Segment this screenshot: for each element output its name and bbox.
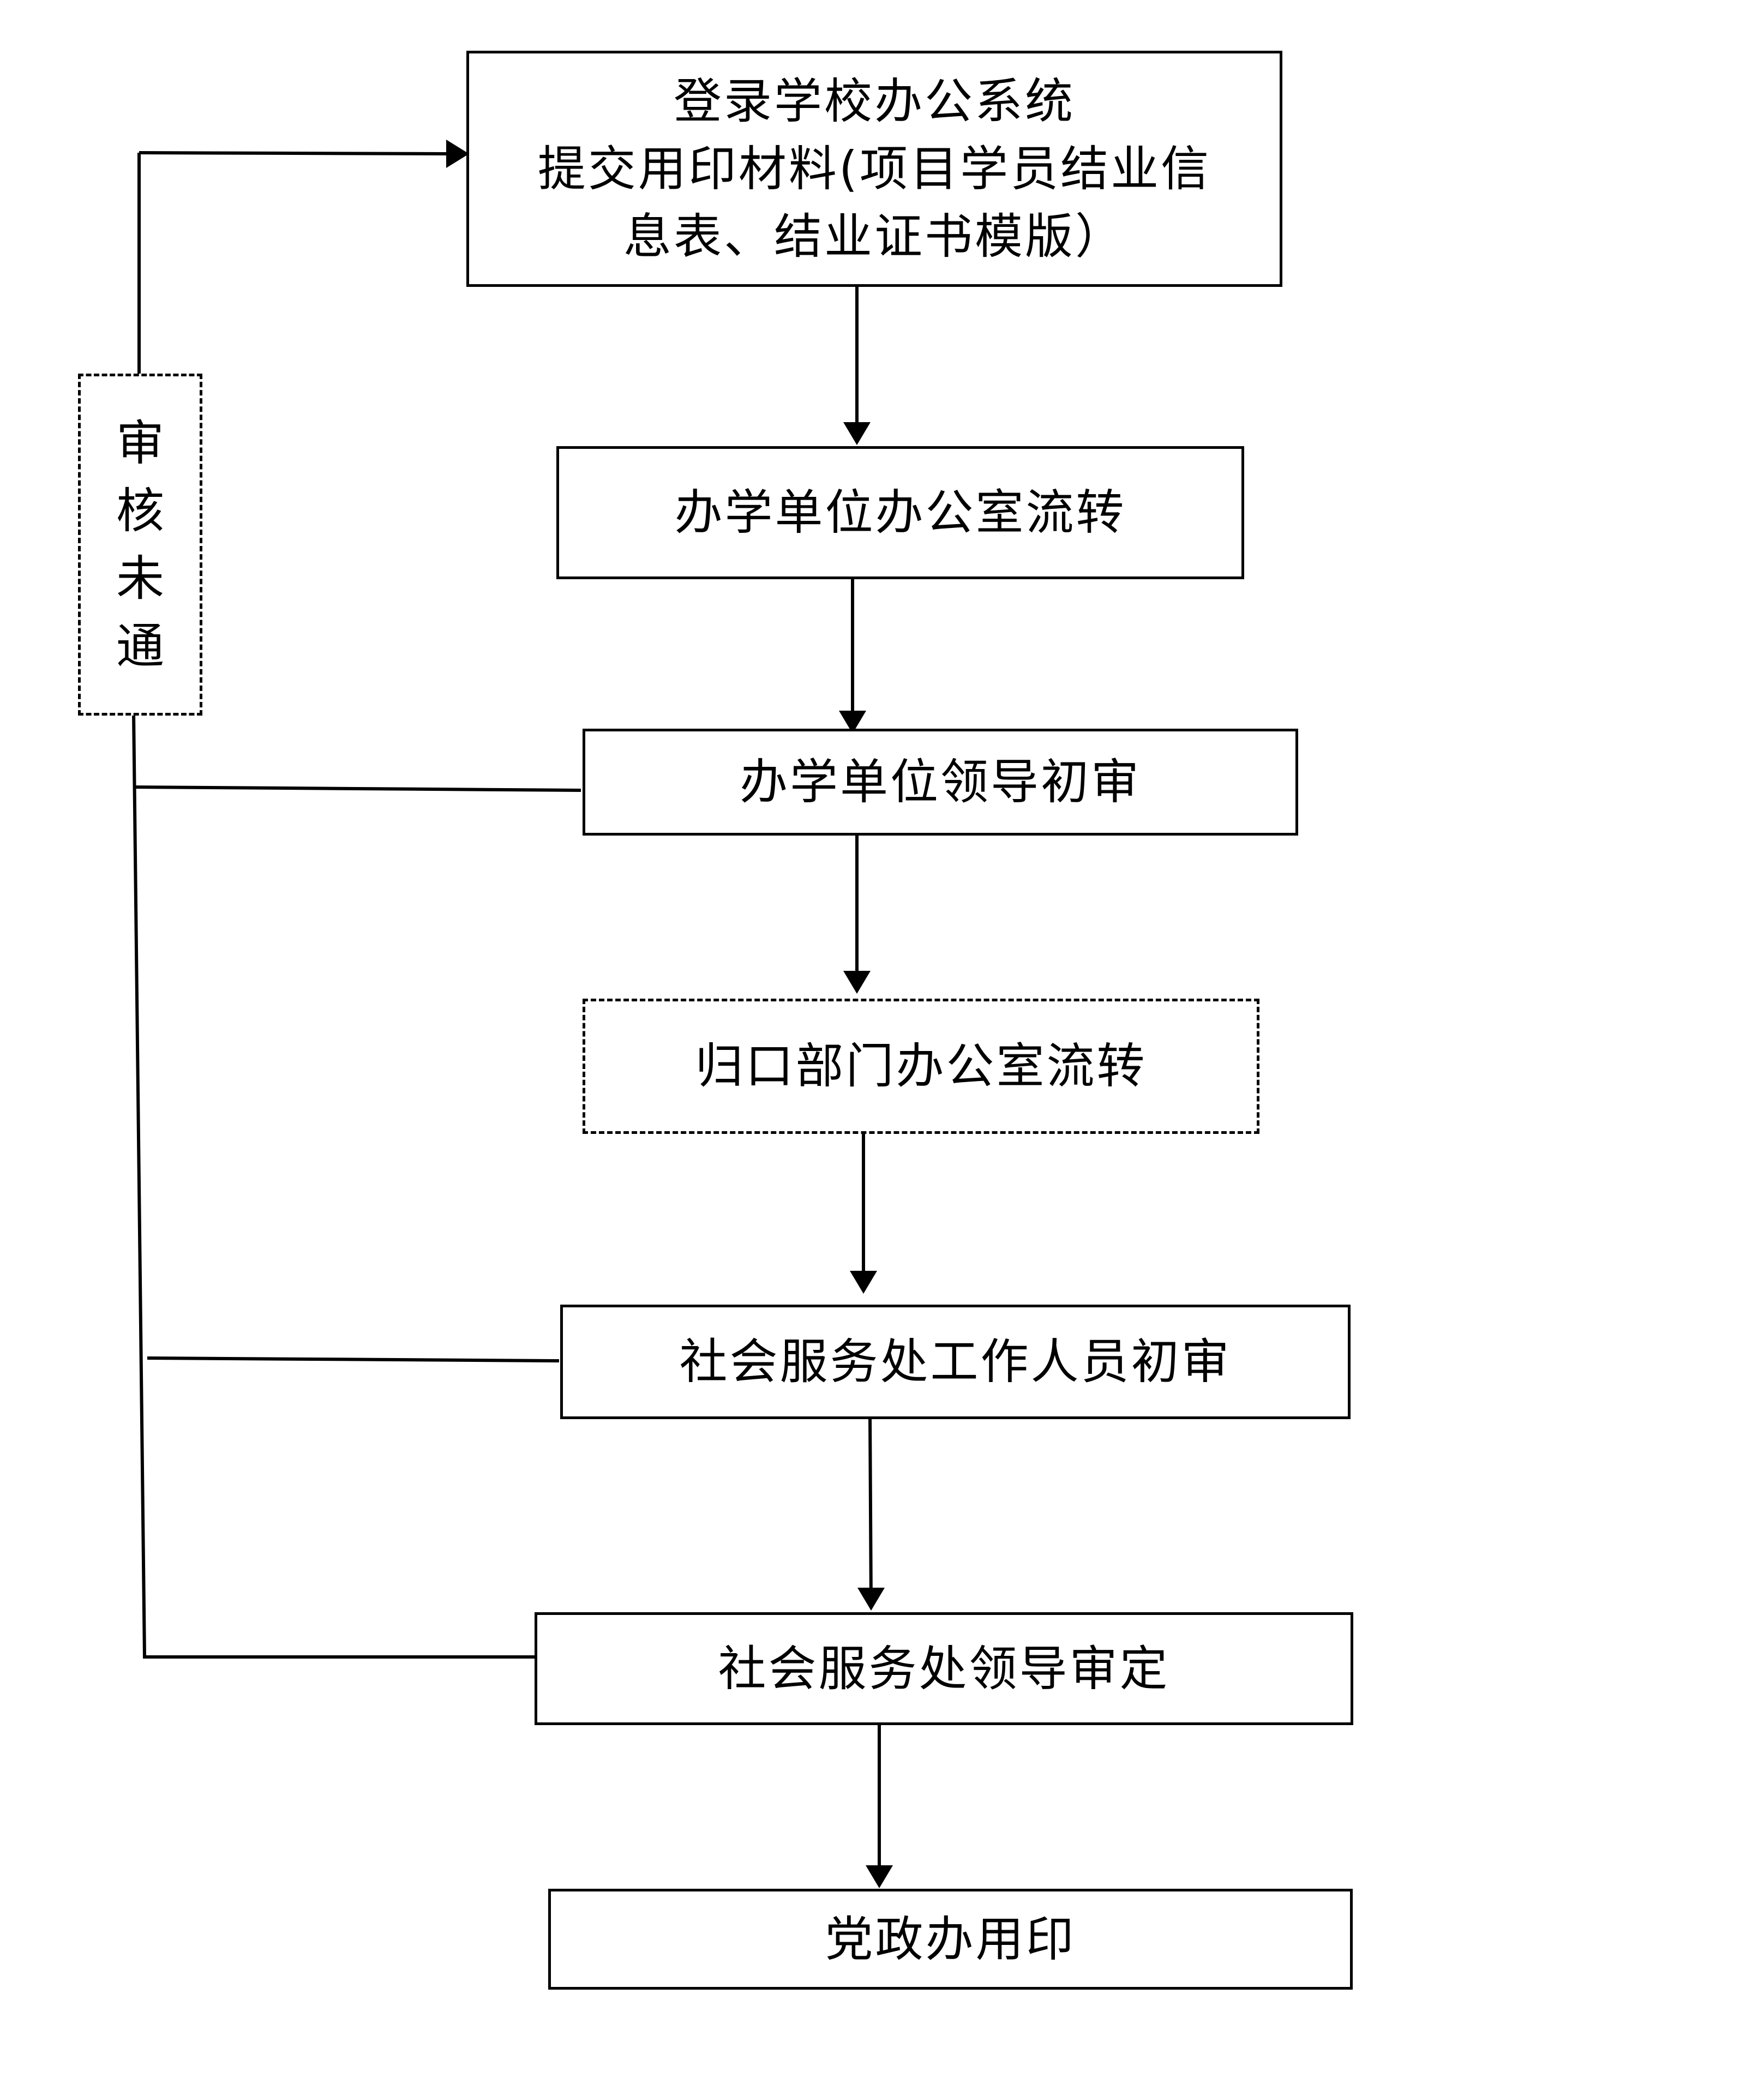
node-unit-leader-review: 办学单位领导初审 xyxy=(583,729,1298,836)
node-dept-office-circulation: 归口部门办公室流转 xyxy=(583,999,1259,1134)
arrow-staff-to-leader-approval xyxy=(868,1416,873,1606)
reject-box-label: 审核未通 xyxy=(116,415,164,674)
node-unit-office-circulation-label: 办学单位办公室流转 xyxy=(674,484,1126,540)
node-login-submit-label: 登录学校办公系统 提交用印材料(项目学员结业信 息表、结业证书模版） xyxy=(537,73,1211,265)
reject-box: 审核未通 xyxy=(78,374,202,716)
node-login-submit: 登录学校办公系统 提交用印材料(项目学员结业信 息表、结业证书模版） xyxy=(466,51,1282,287)
feedback-from-staff-review xyxy=(147,1356,560,1362)
arrowhead-4 xyxy=(850,1271,877,1294)
node-unit-office-circulation: 办学单位办公室流转 xyxy=(556,446,1244,579)
feedback-line-top-horizontal xyxy=(139,151,452,155)
node-leader-approval-label: 社会服务处领导审定 xyxy=(718,1640,1170,1697)
node-dept-office-circulation-label: 归口部门办公室流转 xyxy=(695,1038,1147,1094)
node-seal: 党政办用印 xyxy=(548,1889,1353,1990)
arrowhead-6 xyxy=(866,1865,893,1888)
node-unit-leader-review-label: 办学单位领导初审 xyxy=(739,754,1141,810)
arrowhead-2 xyxy=(839,711,866,734)
arrowhead-3 xyxy=(843,971,871,994)
feedback-line-main-vertical xyxy=(132,713,146,1657)
arrowhead-feedback xyxy=(446,140,469,168)
node-staff-review: 社会服务处工作人员初审 xyxy=(560,1305,1351,1419)
node-staff-review-label: 社会服务处工作人员初审 xyxy=(679,1334,1232,1390)
arrowhead-5 xyxy=(857,1588,885,1611)
arrowhead-1 xyxy=(843,422,871,445)
node-seal-label: 党政办用印 xyxy=(825,1911,1076,1967)
node-leader-approval: 社会服务处领导审定 xyxy=(535,1612,1353,1725)
feedback-from-unit-leader xyxy=(133,785,581,792)
